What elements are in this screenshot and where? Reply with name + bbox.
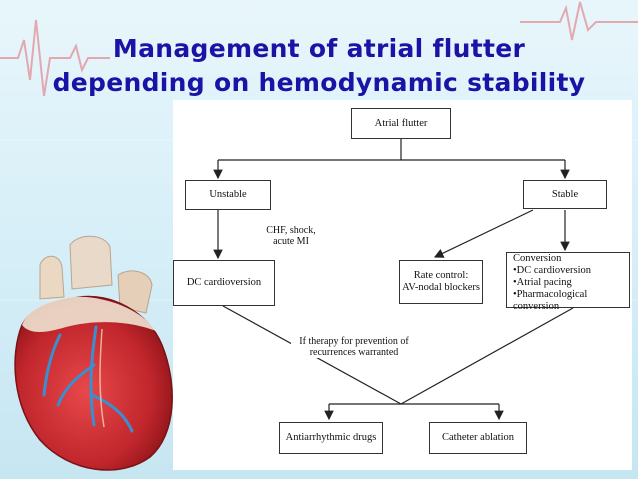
flowchart: Atrial flutter Unstable Stable CHF, shoc… [173, 100, 632, 470]
therapy-note-line-1: If therapy for prevention of [299, 336, 409, 347]
box-unstable: Unstable [185, 180, 271, 210]
box-antiarrhythmic-drugs: Antiarrhythmic drugs [279, 422, 383, 454]
box-atrial-flutter: Atrial flutter [351, 108, 451, 139]
conversion-line-3: •Atrial pacing [513, 277, 572, 288]
box-conversion: Conversion •DC cardioversion •Atrial pac… [506, 252, 630, 312]
stable-label: Stable [551, 188, 579, 200]
arrow-stable-rate [433, 209, 534, 258]
slide-title: Management of atrial flutter depending o… [0, 32, 638, 100]
conversion-line-1: Conversion [513, 253, 562, 264]
box-catheter-ablation: Catheter ablation [429, 422, 527, 454]
unstable-label: Unstable [209, 189, 247, 200]
antiarrhythmic-label: Antiarrhythmic drugs [285, 432, 377, 443]
therapy-note-line-2: recurrences warranted [309, 347, 399, 358]
conversion-line-2: •DC cardioversion [513, 265, 592, 276]
atrial-flutter-label: Atrial flutter [374, 117, 428, 129]
title-line-1: Management of atrial flutter [112, 34, 526, 63]
chf-note-line-2: acute MI [273, 236, 309, 247]
box-stable: Stable [523, 180, 607, 209]
box-rate-control: Rate control: AV-nodal blockers [399, 260, 483, 304]
dc-cardioversion-label: DC cardioversion [186, 277, 262, 288]
heart-illustration [14, 235, 173, 471]
conversion-line-4: •Pharmacological conversion [513, 289, 588, 312]
catheter-ablation-label: Catheter ablation [441, 432, 514, 443]
chf-note-line-1: CHF, shock, [266, 225, 316, 236]
box-dc-cardioversion: DC cardioversion [173, 260, 275, 306]
note-therapy-prevention: If therapy for prevention of recurrences… [291, 336, 417, 358]
converge-from-conversion [400, 307, 574, 405]
note-chf-shock-mi: CHF, shock, acute MI [259, 225, 323, 247]
rate-control-line-1: Rate control: [413, 270, 469, 281]
title-line-2: depending on hemodynamic stability [52, 68, 586, 97]
rate-control-line-2: AV-nodal blockers [402, 282, 480, 293]
